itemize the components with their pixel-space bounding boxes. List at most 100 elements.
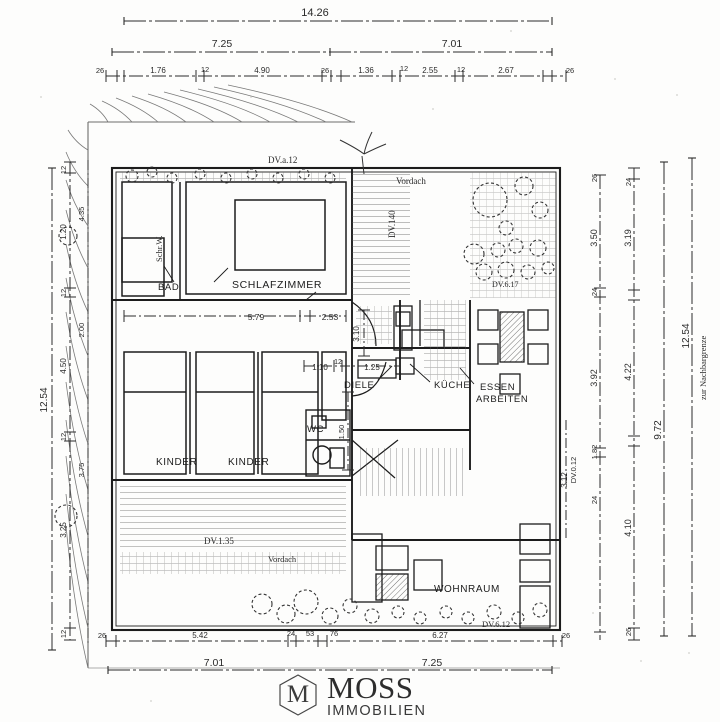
hexagon-monogram-icon: M	[276, 673, 320, 717]
dim-bottom-d5: 6.27	[432, 631, 448, 640]
scan-speck	[150, 700, 152, 702]
room-label-kinder-1: KINDER	[156, 457, 197, 468]
dim-bottom-d6: 26	[562, 631, 570, 640]
dim-left-a4: 12	[59, 433, 68, 441]
annotation-vordach-top: Vordach	[396, 176, 426, 186]
planting-symbols	[54, 166, 555, 625]
dimension-chain-top	[105, 16, 567, 82]
dim-top-d6: 12	[400, 64, 408, 73]
scan-speck	[250, 96, 252, 98]
dim-top-d2: 12	[201, 65, 209, 74]
dim-top-d7: 2.55	[422, 66, 438, 75]
dim-bottom-d3: 53	[306, 629, 314, 638]
annotation-vordach-bottom: Vordach	[268, 554, 297, 564]
scan-speck	[676, 94, 678, 96]
dim-right-d0: 1.82	[590, 445, 599, 460]
dim-vert-3: DV.0.12	[569, 457, 578, 483]
scan-speck	[40, 96, 42, 98]
brand-name: MOSS	[327, 669, 414, 705]
dim-right-c1: 9.72	[653, 420, 664, 440]
scan-speck	[614, 78, 616, 80]
dim-top-d9: 2.67	[498, 66, 514, 75]
dim-left-b5: 3.75	[77, 463, 86, 478]
dim-schlaf-1: 2.53	[322, 312, 339, 322]
annotation-dv-6-12: DV.6.12	[482, 619, 510, 629]
dim-top-half-right: 7.01	[442, 38, 463, 50]
dim-right-outer: 12.54	[681, 323, 692, 348]
dim-left-a0: 12	[59, 166, 68, 174]
dim-right-c0: 4.10	[623, 519, 633, 537]
annotation-dv-a-12: DV.a.12	[268, 155, 297, 165]
dim-diele-2: 1.25	[364, 363, 380, 372]
label-leaders	[163, 265, 475, 385]
dim-top-d4: 26	[321, 66, 329, 75]
dim-left-a6: 12	[59, 630, 68, 638]
annotation-dv-140: DV.140	[387, 210, 397, 238]
dimension-chain-right	[594, 157, 697, 641]
dim-right-a1: 3.50	[589, 229, 599, 247]
room-label-wc: WC	[307, 424, 324, 435]
dim-vert-1: 3.12	[560, 472, 569, 488]
dim-right-d1: 24	[590, 496, 599, 504]
dim-top-d5: 1.36	[358, 66, 374, 75]
moss-immobilien-watermark: M MOSS IMMOBILIEN	[276, 672, 456, 718]
property-boundary	[65, 84, 560, 669]
dim-top-d10: 26	[566, 66, 574, 75]
dim-top-half-left: 7.25	[212, 38, 233, 50]
room-label-bad: BAD	[158, 282, 179, 293]
scan-speck	[640, 660, 642, 662]
dim-left-b1: 4.35	[77, 207, 86, 222]
dim-top-d0: 26	[96, 66, 104, 75]
dim-left-a5: 3.25	[59, 522, 68, 538]
dim-left-outer: 12.54	[39, 387, 50, 412]
dim-right-b1: 3.19	[623, 229, 633, 247]
dim-bottom-d2: 24	[287, 629, 295, 638]
dim-schlaf-0: 5.79	[248, 312, 265, 322]
tree-sketch	[339, 131, 387, 175]
dim-diele-1: 12	[334, 359, 342, 366]
dim-vert-2: 1.50	[337, 425, 346, 440]
dim-bottom-d4: 76	[330, 629, 338, 638]
dim-bottom-half-right: 7.25	[422, 657, 443, 669]
dim-right-a2: 24	[590, 288, 599, 296]
annotation-schrank: Schr.W.	[154, 235, 164, 262]
dim-right-b3: 26	[624, 628, 633, 636]
scan-speck	[688, 652, 690, 654]
interior-dimensions	[123, 309, 567, 540]
dim-top-d3: 4.90	[254, 66, 270, 75]
annotation-dv-1-35: DV.1.35	[204, 536, 234, 546]
dim-right-b2: 4.22	[623, 363, 633, 381]
scan-speck	[592, 612, 594, 614]
dim-bottom-half-left: 7.01	[204, 657, 225, 669]
annotation-dv-6-17: DV.6.17	[492, 280, 519, 289]
dim-top-overall: 14.26	[301, 7, 329, 19]
dim-right-a3: 3.92	[589, 369, 599, 387]
monogram-letter: M	[286, 681, 310, 708]
annotation-grenze: zur Nachbargrenze	[698, 336, 708, 400]
room-label-essen: ESSEN	[480, 382, 515, 393]
room-label-schlafzimmer: SCHLAFZIMMER	[232, 279, 322, 291]
scan-speck	[432, 108, 434, 110]
room-label-arbeiten: ARBEITEN	[476, 394, 528, 405]
dim-bottom-d0: 26	[98, 631, 106, 640]
dim-diele-0: 1.10	[312, 363, 328, 372]
room-label-diele: DIELE	[344, 380, 374, 391]
dimension-chain-bottom	[105, 635, 563, 675]
dim-left-a2: 12	[59, 289, 68, 297]
dim-right-b0: 24	[624, 178, 633, 186]
dim-left-b3: 2.00	[77, 323, 86, 338]
dim-top-d8: 12	[457, 65, 465, 74]
roof-canopy-hatching	[120, 172, 556, 574]
dimension-chain-left	[47, 160, 89, 651]
room-label-kinder-2: KINDER	[228, 457, 269, 468]
dim-right-a0: 26	[590, 174, 599, 182]
dim-left-a1: 1.20	[59, 224, 68, 240]
dim-left-a3: 4.50	[59, 358, 68, 374]
room-label-kueche: KÜCHE	[434, 380, 470, 391]
room-label-wohnraum: WOHNRAUM	[434, 584, 500, 595]
dim-top-d1: 1.76	[150, 66, 166, 75]
dim-bottom-d1: 5.42	[192, 631, 208, 640]
brand-subtitle: IMMOBILIEN	[327, 702, 427, 719]
